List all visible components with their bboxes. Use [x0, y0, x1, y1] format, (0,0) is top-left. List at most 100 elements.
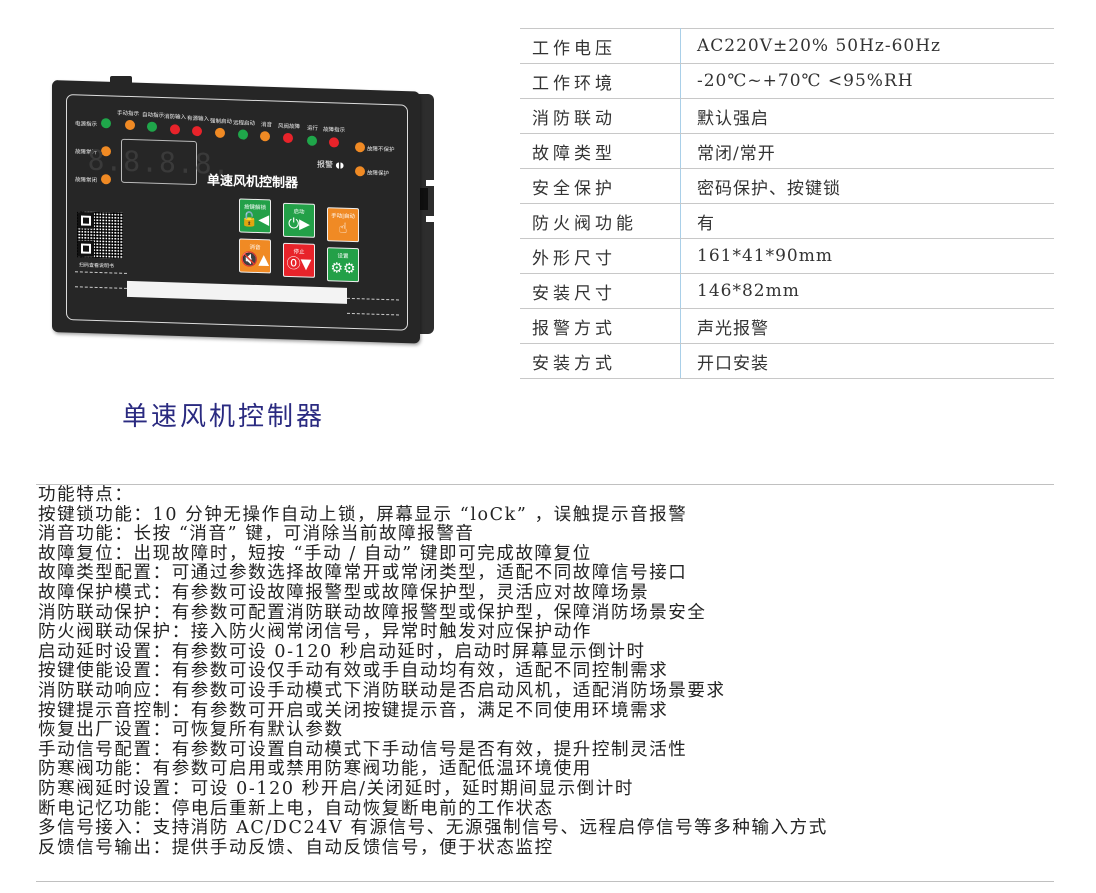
feature-item: 故障复位：出现故障时，短按 “手动 / 自动” 键即可完成故障复位 [38, 543, 592, 564]
indicator-label: 故障指示 [323, 127, 346, 134]
feature-item: 断电记忆功能：停电后重新上电，自动恢复断电前的工作状态 [38, 798, 554, 819]
spec-key: 工作环境 [520, 63, 681, 99]
feature-item: 故障类型配置：可通过参数选择故障常开或常闭类型，适配不同故障信号接口 [38, 563, 688, 584]
indicator-label: 远程启动 [233, 120, 256, 127]
settings-key[interactable]: 设置⚙⚙ [327, 247, 359, 283]
spec-value: 密码保护、按键锁 [680, 168, 1054, 204]
indicator-label: 强制启动 [210, 118, 233, 126]
spec-row: 工作环境-20℃~+70℃ <95%RH [520, 63, 1054, 99]
led-run [307, 135, 317, 146]
indicator-label: 风阀故障 [278, 123, 301, 131]
indicator-label: 故障常闭 [75, 177, 98, 184]
spec-value: 声光报警 [680, 308, 1054, 344]
led-fault [329, 137, 339, 148]
power-icon: ⏻▶ [288, 215, 310, 233]
seven-segment-display: 8.8.8.8. [88, 138, 230, 186]
manual-auto-key[interactable]: 手动|自动☝ [327, 207, 359, 243]
feature-item: 按键提示音控制：有参数可开启或关闭按键提示音，满足不同使用环境需求 [38, 700, 669, 721]
label-hatching [347, 297, 399, 316]
spec-value: 161*41*90mm [680, 238, 1054, 274]
device-tab [110, 76, 132, 84]
feature-item: 防火阀联动保护：接入防火阀常闭信号，异常时触发对应保护动作 [38, 622, 592, 643]
spec-key: 安装方式 [520, 343, 681, 379]
feature-item: 按键使能设置：有参数可设仅手动有效或手自动均有效，适配不同控制需求 [38, 661, 669, 682]
led-fault-no-protect [355, 142, 365, 153]
feature-item: 消音功能：长按 “消音” 键，可消除当前故障报警音 [38, 524, 475, 545]
feature-item: 防寒阀功能：有参数可启用或禁用防寒阀功能，适配低温环境使用 [38, 759, 592, 780]
feature-item: 消防联动保护：有参数可配置消防联动故障报警型或保护型，保障消防场景安全 [38, 602, 707, 623]
spec-value: 有 [680, 203, 1054, 239]
spec-row: 防火阀功能有 [520, 203, 1054, 239]
led-active-input [192, 125, 202, 137]
hand-icon: ☝ [338, 220, 348, 237]
feature-list: 功能特点： 按键锁功能：10 分钟无操作自动上锁，屏幕显示 “loCk” ，误触… [38, 485, 828, 858]
led-force-start [215, 127, 225, 138]
product-image: 电源指示 故障常开 故障常闭 手动指示 自动指示 消防输入 有源输入 强制启动 … [52, 76, 436, 344]
indicator-label: 消防输入 [164, 114, 187, 121]
feature-item: 消防联动响应：有参数可设手动模式下消防联动是否启动风机，适配消防场景要求 [38, 680, 726, 701]
spec-key: 外形尺寸 [520, 238, 681, 274]
qr-caption: 扫码查看说明书 [79, 262, 115, 270]
led-mute [260, 131, 270, 142]
led-remote-start [238, 129, 248, 140]
led-manual [125, 119, 135, 131]
divider [36, 484, 1054, 485]
feature-item: 反馈信号输出：提供手动反馈、自动反馈信号，便于状态监控 [38, 837, 554, 858]
feature-item: 恢复出厂设置：可恢复所有默认参数 [38, 720, 344, 741]
spec-key: 安装尺寸 [520, 273, 681, 309]
spec-value: -20℃~+70℃ <95%RH [680, 63, 1054, 99]
led-power [101, 118, 111, 129]
buzzer-icon: ◖◗ [335, 160, 344, 170]
spec-row: 故障类型常闭/常开 [520, 133, 1054, 169]
spec-key: 报警方式 [520, 308, 681, 344]
alarm-label: 报警 ◖◗ [317, 159, 344, 171]
feature-item: 手动信号配置：有参数可设置自动模式下手动信号是否有效，提升控制灵活性 [38, 739, 688, 760]
feature-item: 故障保护模式：有参数可设故障报警型或故障保护型，灵活应对故障场景 [38, 582, 650, 603]
spec-key: 工作电压 [520, 28, 681, 64]
led-damper-fault [283, 132, 293, 144]
feature-item: 多信号接入：支持消防 AC/DC24V 有源信号、无源强制信号、远程启停信号等多… [38, 818, 828, 839]
spec-value: 常闭/常开 [680, 133, 1054, 169]
led-auto [147, 121, 157, 132]
indicator-label: 有源输入 [187, 115, 210, 123]
spec-row: 消防联动默认强启 [520, 98, 1054, 134]
unlock-key[interactable]: 按键解锁🔓◀ [239, 198, 271, 234]
spec-value: 默认强启 [680, 98, 1054, 134]
start-key[interactable]: 启动⏻▶ [283, 202, 315, 238]
led-fault-protect [355, 166, 365, 177]
lock-icon: 🔓◀ [240, 211, 270, 229]
feature-item: 防寒阀延时设置：可设 0-120 秒开启/关闭延时，延时期间显示倒计时 [38, 778, 634, 799]
spec-row: 安全保护密码保护、按键锁 [520, 168, 1054, 204]
alarm-text: 报警 [317, 159, 333, 170]
gear-icon: ⚙⚙ [330, 260, 356, 278]
spec-key: 消防联动 [520, 98, 681, 134]
spec-row: 报警方式声光报警 [520, 308, 1054, 344]
indicator-label: 电源指示 [75, 121, 98, 128]
device-title: 单速风机控制器 [207, 173, 299, 192]
indicator-label: 故障保护 [367, 170, 390, 178]
label-strip [127, 280, 347, 304]
indicator-label: 故障不保护 [367, 146, 395, 154]
mute-icon: 🔇▲ [240, 251, 270, 269]
feature-item: 按键锁功能：10 分钟无操作自动上锁，屏幕显示 “loCk” ，误触提示音报警 [38, 504, 688, 525]
indicator-label: 消音 [261, 122, 273, 129]
stop-icon: ⓪▼ [286, 255, 312, 273]
spec-key: 故障类型 [520, 133, 681, 169]
indicator-label: 自动指示 [142, 112, 165, 120]
device-notch [426, 216, 436, 222]
spec-value: AC220V±20% 50Hz-60Hz [680, 28, 1054, 64]
device-notch [426, 180, 436, 186]
led-fire-input [170, 124, 180, 135]
spec-key: 安全保护 [520, 168, 681, 204]
spec-row: 安装方式开口安装 [520, 343, 1054, 379]
mute-key[interactable]: 消音🔇▲ [239, 238, 271, 274]
divider [36, 881, 1054, 882]
indicator-label: 运行 [307, 125, 319, 132]
product-caption: 单速风机控制器 [122, 402, 326, 432]
qr-code [77, 211, 123, 259]
